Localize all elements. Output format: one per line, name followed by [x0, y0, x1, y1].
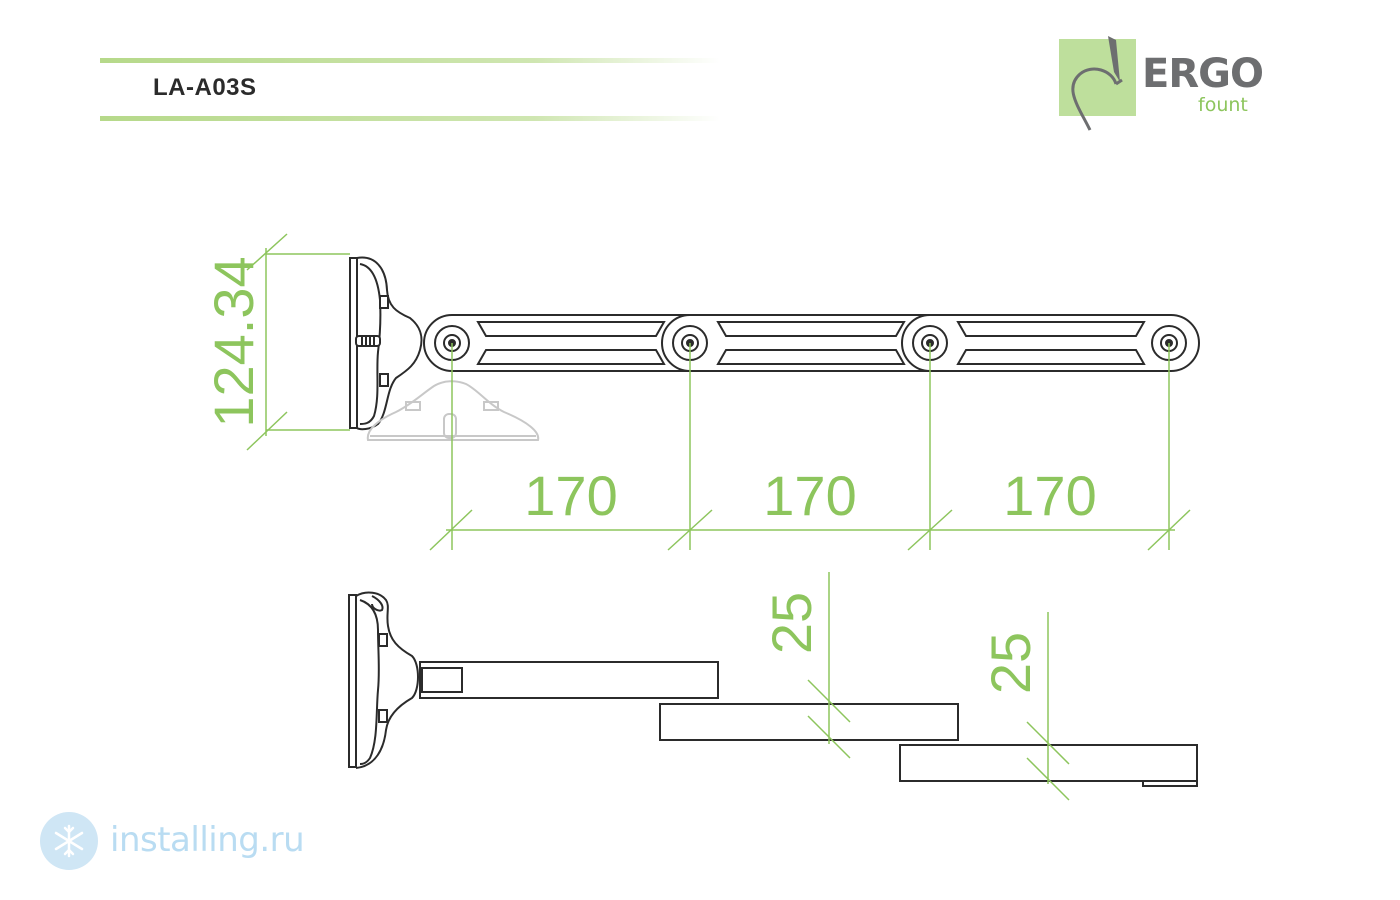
- logo-sub-text: fount: [1198, 94, 1248, 116]
- length-dimension-label-1: 170: [524, 464, 617, 527]
- logo-main-text: ERGO: [1142, 51, 1264, 97]
- watermark-text: installing.ru: [110, 820, 305, 860]
- wall-mount-top-view: [349, 256, 423, 431]
- wall-mount-rotated-ghost: [366, 380, 540, 441]
- snowflake-icon: [40, 812, 98, 870]
- offset-dimension-label-1: 25: [760, 592, 823, 654]
- model-title: LA-A03S: [153, 74, 257, 101]
- watermark: installing.ru: [22, 808, 322, 878]
- header-line-top: [100, 58, 720, 63]
- header-line-bottom: [100, 116, 720, 121]
- logo-arm-icon: [1071, 36, 1123, 131]
- logo-box: [1059, 39, 1136, 116]
- length-dimension-lines: [429, 343, 1191, 551]
- length-dimension-label-2: 170: [763, 464, 856, 527]
- brand-logo: ERGO fount: [1056, 36, 1264, 136]
- arm-links-top-view: [423, 314, 1200, 372]
- offset-dimension-label-2: 25: [979, 632, 1042, 694]
- wall-mount-side-view: [348, 591, 419, 769]
- height-dimension-lines: [246, 233, 350, 451]
- arm-links-side-view: [419, 661, 1198, 787]
- length-dimension-label-3: 170: [1003, 464, 1096, 527]
- offset-dimension-lines: [807, 572, 1070, 801]
- height-dimension-label: 124.34: [202, 256, 265, 427]
